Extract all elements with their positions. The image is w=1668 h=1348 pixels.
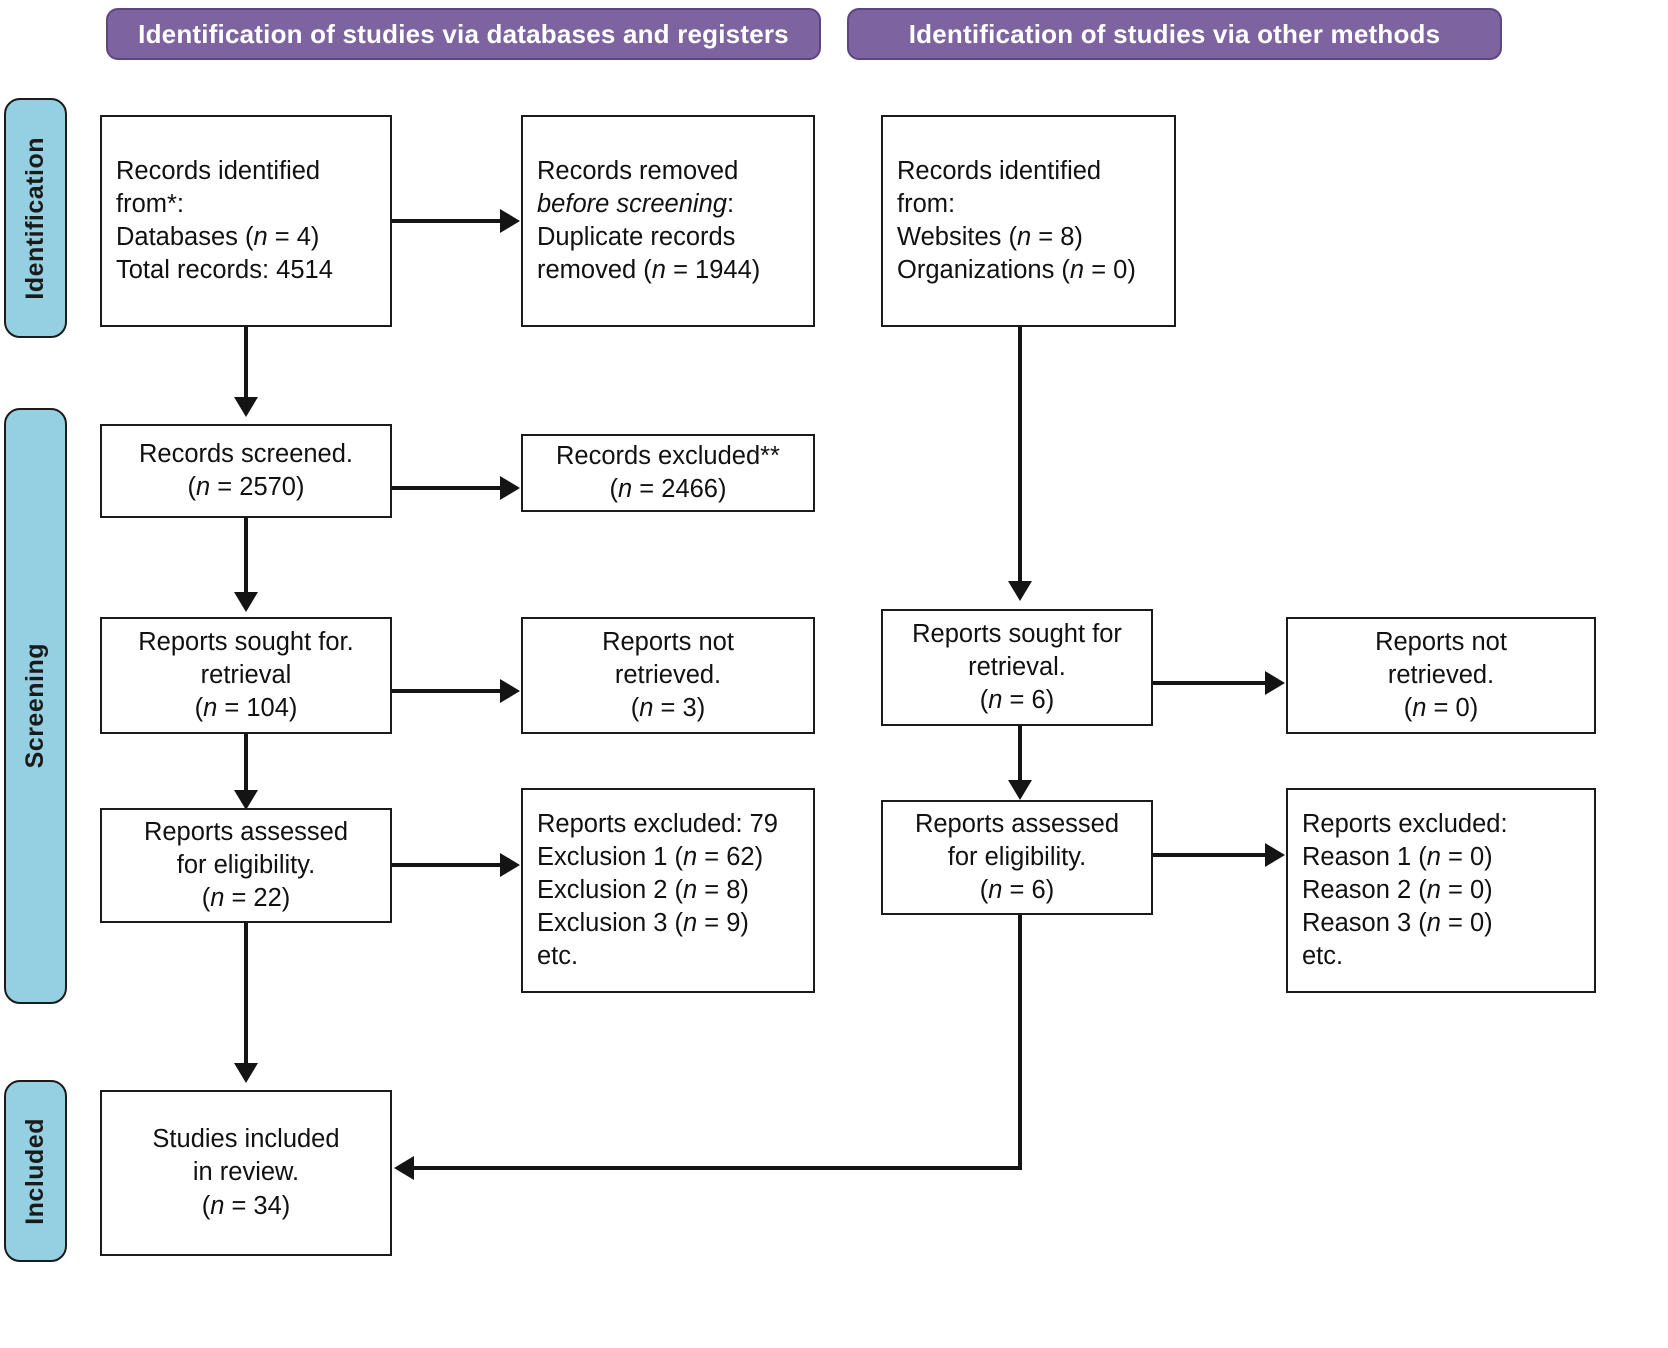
connector-identified-down: [244, 327, 248, 405]
reports-excluded-db-line-5: etc.: [537, 942, 579, 971]
reports-excluded-other-line-3: Reason 2 (n = 0): [1302, 875, 1493, 904]
stage-label-identification: Identification: [4, 98, 67, 338]
connector-sought-to-notretrieved-other: [1153, 681, 1265, 685]
reports-excluded-db-line-1: Reports excluded: 79: [537, 809, 778, 838]
arrowhead-sought-down-other: [1008, 780, 1032, 800]
arrowhead-assessed-to-excluded-db: [500, 853, 520, 877]
records-identified-other-line-2: from:: [897, 189, 956, 218]
studies-included-line-3: (n = 34): [201, 1191, 291, 1220]
arrowhead-screened-to-excluded: [500, 476, 520, 500]
box-reports-assessed-databases: Reports assessed for eligibility. (n = 2…: [100, 808, 392, 923]
reports-sought-other-line-3: (n = 6): [979, 686, 1055, 715]
connector-sought-down-other: [1018, 726, 1022, 788]
reports-excluded-db-line-3: Exclusion 2 (n = 8): [537, 875, 749, 904]
arrowhead-sought-to-notretrieved-db: [500, 679, 520, 703]
reports-not-retrieved-db-line-2: retrieved.: [614, 660, 722, 689]
records-removed-line-2: before screening:: [537, 189, 735, 218]
reports-not-retrieved-other-line-1: Reports not: [1375, 627, 1507, 656]
records-identified-db-line-4: Total records: 4514: [116, 256, 333, 285]
box-records-excluded: Records excluded** (n = 2466): [521, 434, 815, 512]
banner-databases-registers-label: Identification of studies via databases …: [138, 18, 789, 49]
banner-databases-registers: Identification of studies via databases …: [106, 8, 821, 60]
studies-included-line-2: in review.: [192, 1158, 300, 1187]
reports-excluded-other-line-4: Reason 3 (n = 0): [1302, 909, 1493, 938]
arrowhead-other-to-included: [394, 1156, 414, 1180]
reports-sought-other-line-2: retrieval.: [968, 652, 1066, 681]
reports-not-retrieved-other-line-3: (n = 0): [1403, 694, 1479, 723]
records-removed-line-4: removed (n = 1944): [537, 256, 761, 285]
connector-identified-other-down: [1018, 327, 1022, 589]
reports-sought-db-line-1: Reports sought for.: [138, 627, 354, 656]
reports-excluded-db-line-2: Exclusion 1 (n = 62): [537, 842, 764, 871]
box-records-identified-other: Records identified from: Websites (n = 8…: [881, 115, 1176, 327]
box-studies-included: Studies included in review. (n = 34): [100, 1090, 392, 1256]
box-reports-sought-databases: Reports sought for. retrieval (n = 104): [100, 617, 392, 734]
box-records-removed-before-screening: Records removed before screening: Duplic…: [521, 115, 815, 327]
records-removed-line-3: Duplicate records: [537, 223, 736, 251]
arrowhead-screened-down: [234, 592, 258, 612]
arrowhead-sought-down-db: [234, 790, 258, 810]
connector-identified-to-removed: [392, 219, 500, 223]
box-reports-not-retrieved-databases: Reports not retrieved. (n = 3): [521, 617, 815, 734]
box-records-identified-databases: Records identified from*: Databases (n =…: [100, 115, 392, 327]
records-excluded-line-1: Records excluded**: [556, 441, 780, 470]
reports-assessed-db-line-2: for eligibility.: [176, 850, 316, 879]
arrowhead-assessed-to-excluded-other: [1265, 843, 1285, 867]
connector-assessed-to-excluded-db: [392, 863, 500, 867]
box-reports-excluded-other: Reports excluded: Reason 1 (n = 0) Reaso…: [1286, 788, 1596, 993]
reports-excluded-db-line-4: Exclusion 3 (n = 9): [537, 909, 749, 938]
box-reports-excluded-databases: Reports excluded: 79 Exclusion 1 (n = 62…: [521, 788, 815, 993]
reports-assessed-other-line-3: (n = 6): [979, 876, 1055, 905]
connector-screened-to-excluded: [392, 486, 500, 490]
connector-assessed-down-db: [244, 923, 248, 1071]
reports-excluded-other-line-5: etc.: [1302, 942, 1344, 971]
connector-sought-down-db: [244, 734, 248, 798]
arrowhead-identified-to-removed: [500, 209, 520, 233]
reports-assessed-other-line-2: for eligibility.: [947, 842, 1087, 871]
reports-not-retrieved-other-line-2: retrieved.: [1387, 660, 1495, 689]
box-reports-assessed-other: Reports assessed for eligibility. (n = 6…: [881, 800, 1153, 915]
records-identified-db-line-1: Records identified: [116, 156, 321, 185]
records-screened-line-2: (n = 2570): [187, 473, 305, 501]
records-screened-line-1: Records screened.: [138, 439, 354, 468]
reports-sought-other-line-1: Reports sought for: [912, 619, 1122, 648]
connector-sought-to-notretrieved-db: [392, 689, 500, 693]
stage-label-included: Included: [4, 1080, 67, 1262]
box-records-screened: Records screened. (n = 2570): [100, 424, 392, 518]
reports-excluded-other-line-2: Reason 1 (n = 0): [1302, 842, 1493, 871]
arrowhead-assessed-down-db: [234, 1063, 258, 1083]
stage-label-screening-text: Screening: [21, 643, 49, 769]
box-reports-sought-other: Reports sought for retrieval. (n = 6): [881, 609, 1153, 726]
records-identified-db-line-2: from*:: [116, 189, 185, 218]
banner-other-methods-label: Identification of studies via other meth…: [908, 18, 1441, 49]
box-reports-not-retrieved-other: Reports not retrieved. (n = 0): [1286, 617, 1596, 734]
reports-not-retrieved-db-line-1: Reports not: [602, 627, 734, 656]
arrowhead-identified-down: [234, 397, 258, 417]
studies-included-line-1: Studies included: [152, 1125, 340, 1154]
connector-assessed-other-down: [1018, 915, 1022, 1170]
arrowhead-identified-other-down: [1008, 581, 1032, 601]
reports-assessed-db-line-3: (n = 22): [201, 884, 291, 913]
stage-label-screening: Screening: [4, 408, 67, 1004]
reports-sought-db-line-2: retrieval: [200, 660, 292, 689]
stage-label-identification-text: Identification: [21, 136, 49, 300]
connector-other-to-included: [414, 1166, 1020, 1170]
records-identified-other-line-1: Records identified: [897, 156, 1102, 185]
connector-screened-down: [244, 518, 248, 600]
banner-other-methods: Identification of studies via other meth…: [847, 8, 1502, 60]
stage-label-included-text: Included: [21, 1117, 49, 1225]
records-removed-line-1: Records removed: [537, 156, 739, 185]
reports-not-retrieved-db-line-3: (n = 3): [630, 694, 706, 723]
records-identified-db-line-3: Databases (n = 4): [116, 223, 320, 251]
reports-sought-db-line-3: (n = 104): [194, 694, 298, 723]
arrowhead-sought-to-notretrieved-other: [1265, 671, 1285, 695]
records-identified-other-line-4: Organizations (n = 0): [897, 256, 1136, 285]
reports-excluded-other-line-1: Reports excluded:: [1302, 809, 1508, 838]
connector-assessed-to-excluded-other: [1153, 853, 1265, 857]
reports-assessed-other-line-1: Reports assessed: [914, 809, 1120, 838]
reports-assessed-db-line-1: Reports assessed: [143, 817, 349, 846]
records-excluded-line-2: (n = 2466): [609, 475, 727, 503]
records-identified-other-line-3: Websites (n = 8): [897, 223, 1083, 251]
